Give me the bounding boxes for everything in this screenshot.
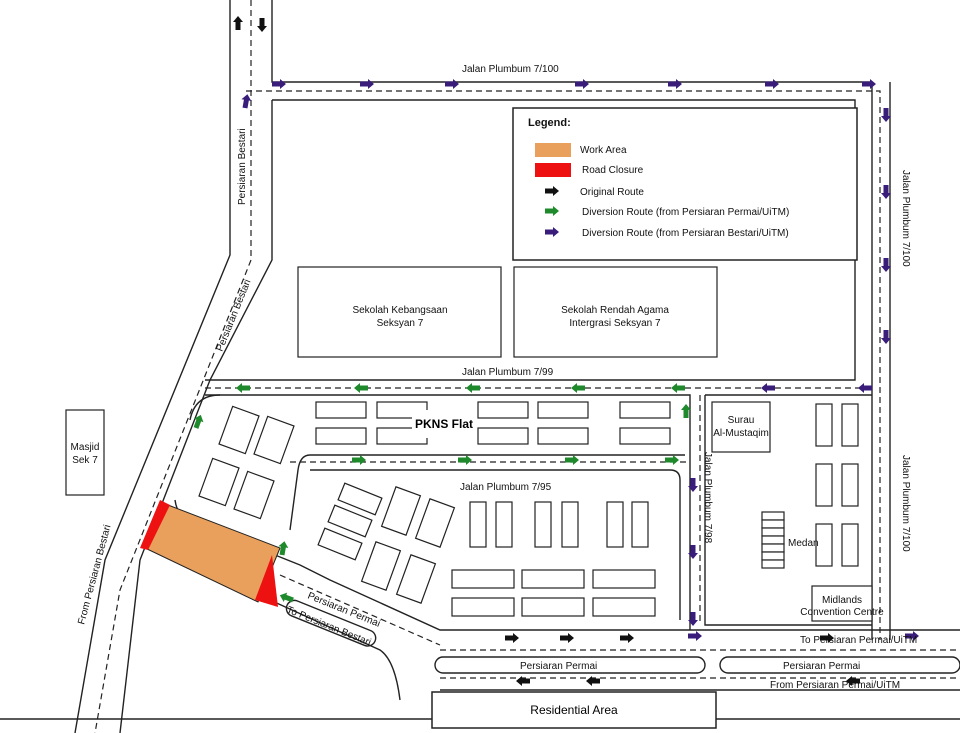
road-label: Jalan Plumbum 7/99	[462, 367, 554, 378]
work-area-swatch	[535, 143, 571, 157]
place-label: Sekolah Kebangsaan	[352, 305, 447, 316]
legend-label: Work Area	[580, 145, 627, 156]
legend-label: Road Closure	[582, 165, 644, 176]
building-sk	[297, 266, 502, 358]
place-label: Convention Centre	[800, 607, 884, 618]
road-closure-west	[140, 500, 170, 550]
residential-area-box	[431, 691, 717, 729]
road-label: Jalan Plumbum 7/100	[462, 64, 559, 75]
legend-label: Diversion Route (from Persiaran Bestari/…	[582, 228, 789, 239]
medan-stalls	[761, 511, 785, 569]
place-label: PKNS Flat	[415, 417, 473, 431]
building-sra	[513, 266, 718, 358]
legend-label: Diversion Route (from Persiaran Permai/U…	[582, 207, 789, 218]
road-label: Jalan Plumbum 7/100	[900, 170, 911, 267]
residential-blocks	[317, 403, 859, 617]
pkns-flat-blocks	[198, 401, 671, 520]
road-label: Jalan Plumbum 7/100	[900, 455, 911, 552]
road-label: Jalan Plumbum 7/98	[702, 452, 713, 544]
building-masjid	[65, 409, 105, 496]
place-label: Medan	[788, 538, 819, 549]
road-network	[74, 0, 960, 733]
place-label: Surau	[728, 415, 755, 426]
place-labels: Sekolah Kebangsaan Seksyan 7 Sekolah Ren…	[0, 305, 960, 729]
legend-label: Original Route	[580, 187, 644, 198]
place-label: Masjid	[71, 442, 100, 453]
legend-title: Legend:	[528, 117, 571, 129]
road-label: To Persiaran Permai/UiTM	[800, 635, 917, 646]
road-label: Persiaran Bestari	[237, 128, 248, 205]
road-closure-east	[255, 555, 278, 607]
legend: Legend: Work Area Road Closure Original …	[512, 107, 858, 261]
road-closure-swatch	[535, 163, 571, 177]
place-label: Seksyan 7	[377, 318, 424, 329]
road-label: From Persiaran Bestari	[76, 524, 113, 626]
place-label: Sek 7	[72, 455, 98, 466]
building-midlands	[811, 585, 873, 622]
building-surau	[711, 401, 771, 453]
place-label: Intergrasi Seksyan 7	[569, 318, 661, 329]
road-label: Persiaran Permai	[783, 661, 860, 672]
place-label: Residential Area	[530, 703, 618, 717]
road-label: Persiaran Permai	[520, 661, 597, 672]
place-label: Midlands	[822, 595, 862, 606]
buildings	[65, 266, 873, 622]
road-label: Jalan Plumbum 7/95	[460, 482, 552, 493]
place-label: Al-Mustaqim	[713, 428, 769, 439]
road-label: From Persiaran Permai/UiTM	[770, 680, 900, 691]
road-label: Persiaran Bestari	[215, 278, 254, 353]
place-label: Sekolah Rendah Agama	[561, 305, 669, 316]
